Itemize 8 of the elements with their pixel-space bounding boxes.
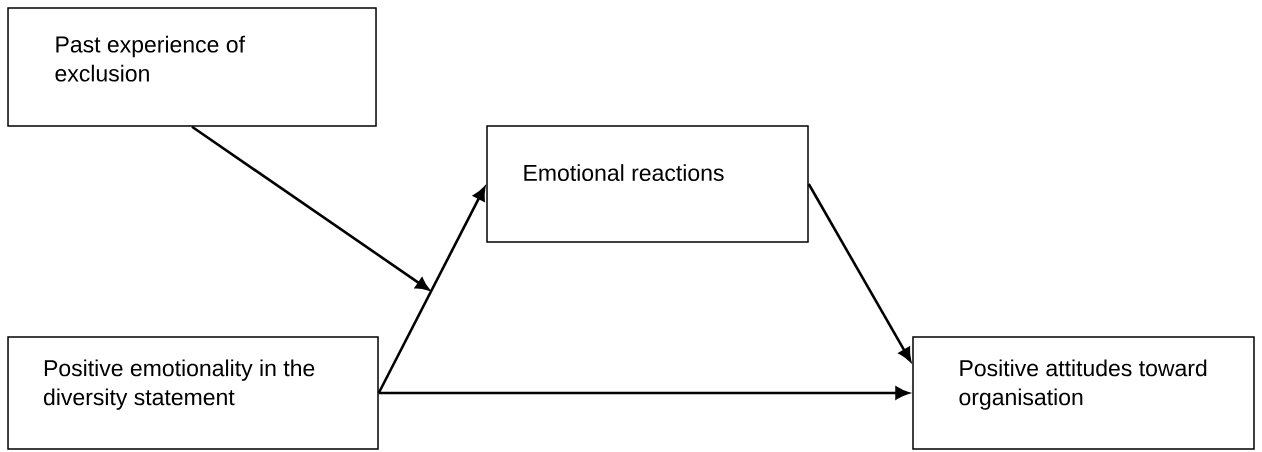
text-box: Positive attitudes toward organisation [912, 336, 1255, 450]
text-box: Positive emotionality in the diversity statement [7, 336, 379, 450]
arrow [191, 125, 430, 291]
text-box: Past experience of exclusion [7, 7, 377, 127]
arrow [807, 183, 912, 362]
text-box: Emotional reactions [486, 125, 809, 243]
arrow [377, 186, 486, 394]
arrow [378, 386, 909, 400]
